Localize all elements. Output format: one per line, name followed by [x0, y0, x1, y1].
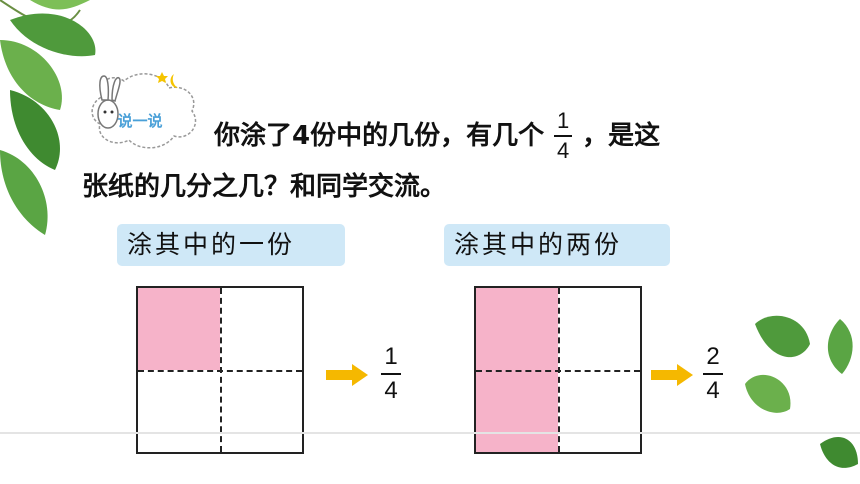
shaded-cell	[476, 288, 558, 370]
shaded-cell	[138, 288, 220, 370]
fraction-bar	[381, 373, 401, 375]
arrow-right-icon	[326, 364, 368, 386]
panel-label-two-parts: 涂其中的两份	[444, 224, 670, 266]
square-one-part	[136, 286, 304, 454]
panel-label-one-part: 涂其中的一份	[117, 224, 345, 266]
shaded-cell	[476, 370, 558, 452]
leaf-icon	[745, 315, 858, 468]
footer-divider	[0, 432, 860, 434]
question-line-2: 张纸的几分之几？和同学交流。	[82, 172, 447, 202]
arrow-right-icon	[651, 364, 693, 386]
question-text-after: ，是这	[582, 121, 661, 151]
bunny-icon: 说一说	[91, 72, 197, 149]
fraction-numerator: 1	[384, 343, 398, 370]
dashed-divider	[138, 370, 302, 372]
result-fraction-two-fourths: 2 4	[703, 345, 723, 403]
square-two-parts	[474, 286, 642, 454]
badge-text: 说一说	[117, 112, 162, 130]
talk-badge: 说一说	[84, 66, 204, 166]
question-text: 你涂了4份中的几份，有几个	[214, 121, 545, 151]
fraction-denominator: 4	[706, 377, 720, 404]
fraction-numerator: 1	[556, 108, 570, 133]
fraction-denominator: 4	[556, 138, 570, 163]
fraction-denominator: 4	[384, 377, 398, 404]
fraction-bar	[703, 373, 723, 375]
leaf-icon	[0, 0, 96, 235]
result-fraction-one-fourth: 1 4	[381, 345, 401, 403]
dashed-divider	[476, 370, 640, 372]
fraction-bar	[554, 135, 573, 137]
fraction-numerator: 2	[706, 343, 720, 370]
